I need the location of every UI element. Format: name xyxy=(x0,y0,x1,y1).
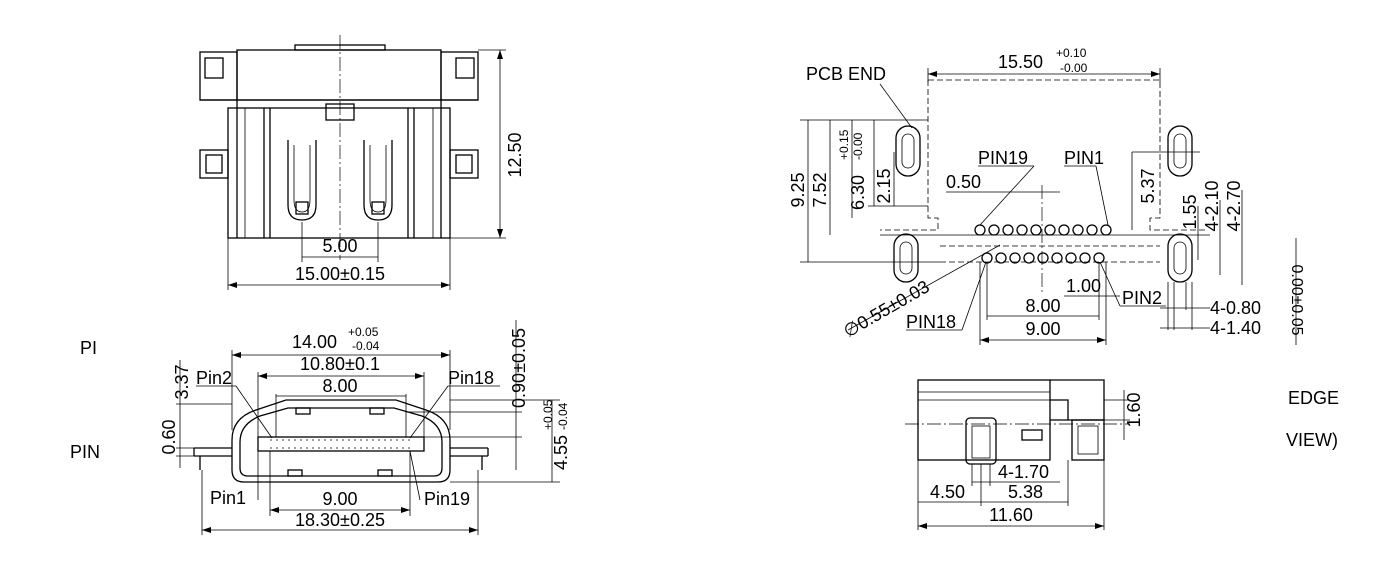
dim-4-170: 4-1.70 xyxy=(998,462,1049,482)
pcb-end-label: PCB END xyxy=(806,64,886,84)
pcb-width-dim: 15.50 xyxy=(998,52,1043,72)
pcb-pin19-label: PIN19 xyxy=(978,148,1028,168)
dim-537: 5.37 xyxy=(1138,168,1158,203)
pcb-pin2-label: PIN2 xyxy=(1122,288,1162,308)
pcb-width-tol-down: -0.00 xyxy=(1060,61,1088,75)
pin-label-clipped-2: PIN xyxy=(70,442,100,462)
dim-050: 0.50 xyxy=(946,172,981,192)
dim-100: 1.00 xyxy=(1066,276,1101,296)
height-dim: 12.50 xyxy=(505,132,525,177)
bottom-total-dim: 18.30±0.25 xyxy=(295,510,385,530)
pcb-pin18-label: PIN18 xyxy=(906,312,956,332)
pcb-pin1-label: PIN1 xyxy=(1064,148,1104,168)
edge-label: EDGE xyxy=(1288,388,1339,408)
pcb-layout: 15.50 +0.10 -0.00 PCB END PIN19 xyxy=(788,46,1305,345)
width-inner-dim: 10.80±0.1 xyxy=(300,354,380,374)
bottom-inner-dim: 9.00 xyxy=(322,489,357,509)
dim-4-080: 4-0.80 xyxy=(1210,298,1261,318)
bottom-view: 1.60 4-1.70 4.50 5.38 11.60 EDGE VIEW) xyxy=(905,379,1339,530)
dim-155: 1.55 xyxy=(1180,194,1200,229)
dim-800: 8.00 xyxy=(1025,296,1060,316)
pin19-label: Pin19 xyxy=(424,489,470,509)
dim-215: 2.15 xyxy=(874,168,894,203)
dim-160: 1.60 xyxy=(1124,392,1144,427)
dim-1160: 11.60 xyxy=(989,505,1033,525)
height-tol-up: +0.05 xyxy=(541,399,555,430)
pin1-label: Pin1 xyxy=(210,488,246,508)
dim-450: 4.50 xyxy=(930,482,965,502)
pcb-width-tol-up: +0.10 xyxy=(1056,46,1087,60)
height-dim-side: 4.55 xyxy=(551,435,571,470)
view-label: VIEW) xyxy=(1286,430,1338,450)
dim-538: 5.38 xyxy=(1008,482,1043,502)
dim-925: 9.25 xyxy=(788,172,808,207)
tongue-width-dim: 8.00 xyxy=(322,376,357,396)
dim-630-tol-down: -0.00 xyxy=(851,132,865,160)
dim-060: 0.60 xyxy=(159,419,179,454)
dim-337: 3.37 xyxy=(172,364,192,399)
width-main-tol-down: -0.04 xyxy=(352,339,380,353)
width-main-dim: 14.00 xyxy=(292,332,337,352)
dim-630-tol-up: +0.15 xyxy=(837,129,851,160)
contact-row xyxy=(270,439,412,449)
pitch-dim: 5.00 xyxy=(322,236,357,256)
dim-900: 9.00 xyxy=(1025,319,1060,339)
dim-090: 0.90±0.05 xyxy=(509,328,529,408)
pin2-label: Pin2 xyxy=(196,368,232,388)
clipped-edge-dim: 0.00±0.05 xyxy=(1288,264,1305,335)
pcb-pin-rows xyxy=(974,224,1112,264)
dim-4-210: 4-2.10 xyxy=(1202,180,1222,231)
dim-630: 6.30 xyxy=(848,175,868,210)
width-main-tol-up: +0.05 xyxy=(348,325,379,339)
pin-label-clipped-1: PI xyxy=(80,338,97,358)
dim-4-270: 4-2.70 xyxy=(1224,180,1244,231)
pin18-label: Pin18 xyxy=(448,368,494,388)
dim-752: 7.52 xyxy=(810,172,830,207)
dim-4-140: 4-1.40 xyxy=(1210,318,1261,338)
side-view: PI PIN 14.00 +0.05 -0.04 10.80±0.1 xyxy=(70,320,571,535)
front-view: 12.50 5.00 15.00±0.15 xyxy=(199,35,525,290)
height-tol-down: -0.04 xyxy=(556,402,570,430)
width-dim: 15.00±0.15 xyxy=(295,264,385,284)
